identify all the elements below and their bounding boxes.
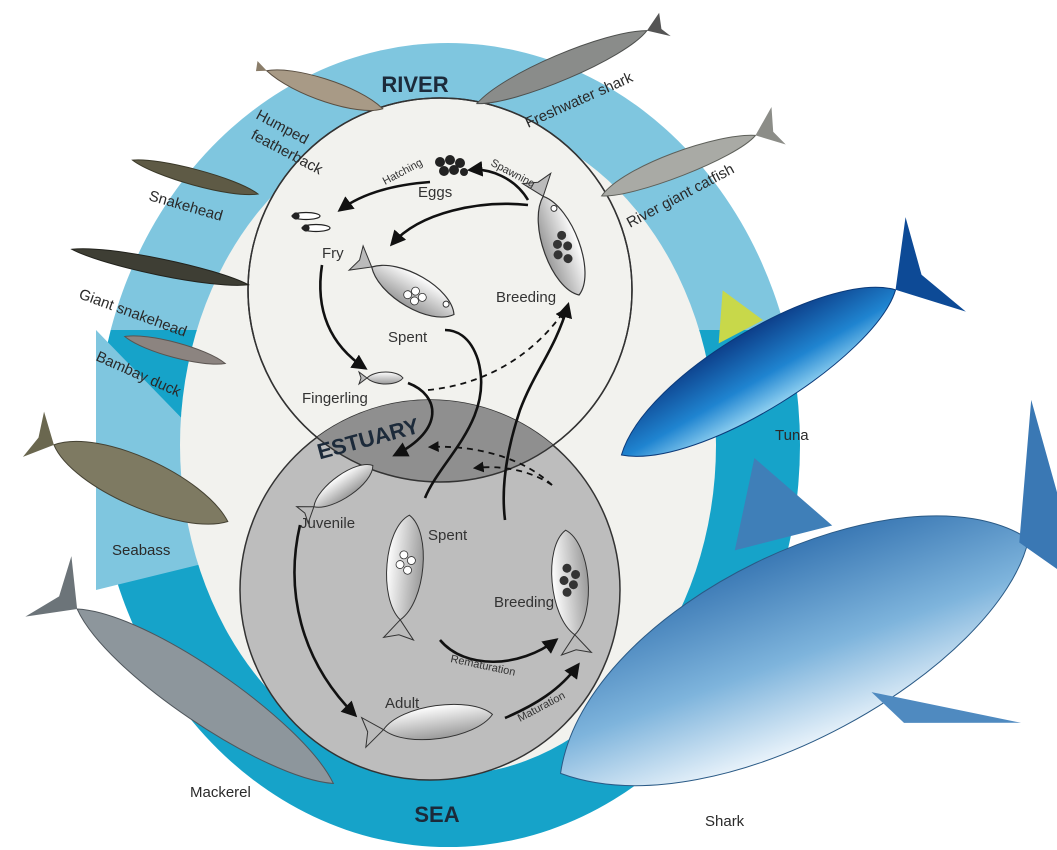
- label-fingerling: Fingerling: [302, 390, 368, 407]
- label-spent-river: Spent: [388, 329, 428, 346]
- label-breeding-sea: Breeding: [494, 594, 554, 611]
- label-shark: Shark: [705, 813, 745, 830]
- label-seabass: Seabass: [112, 542, 170, 559]
- zone-label-sea: SEA: [414, 802, 459, 827]
- label-tuna: Tuna: [775, 427, 809, 444]
- label-mackerel: Mackerel: [190, 784, 251, 801]
- label-fry: Fry: [322, 245, 344, 262]
- label-spent-sea: Spent: [428, 527, 468, 544]
- label-breeding-river: Breeding: [496, 289, 556, 306]
- label-adult: Adult: [385, 695, 420, 712]
- zone-label-river: RIVER: [381, 72, 448, 97]
- label-eggs: Eggs: [418, 184, 452, 201]
- label-juvenile: Juvenile: [300, 515, 355, 532]
